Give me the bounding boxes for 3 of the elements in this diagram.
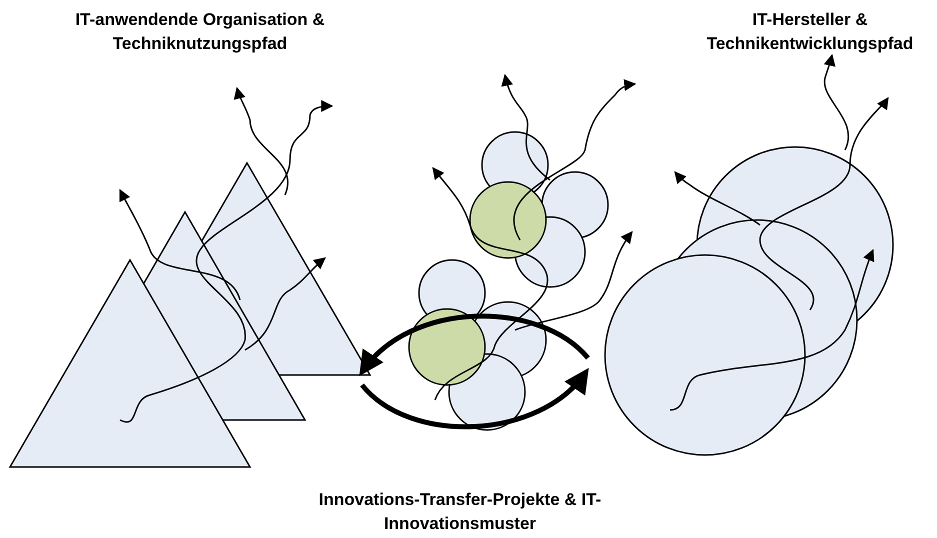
section-heading: IT-Hersteller & Technikentwicklungspfad [706, 9, 914, 55]
section-heading: IT-anwendende Organisation & Techniknutzungspfad [74, 9, 326, 55]
section-heading: Innovations-Transfer-Projekte & IT-Innovationsmuster [318, 489, 602, 535]
